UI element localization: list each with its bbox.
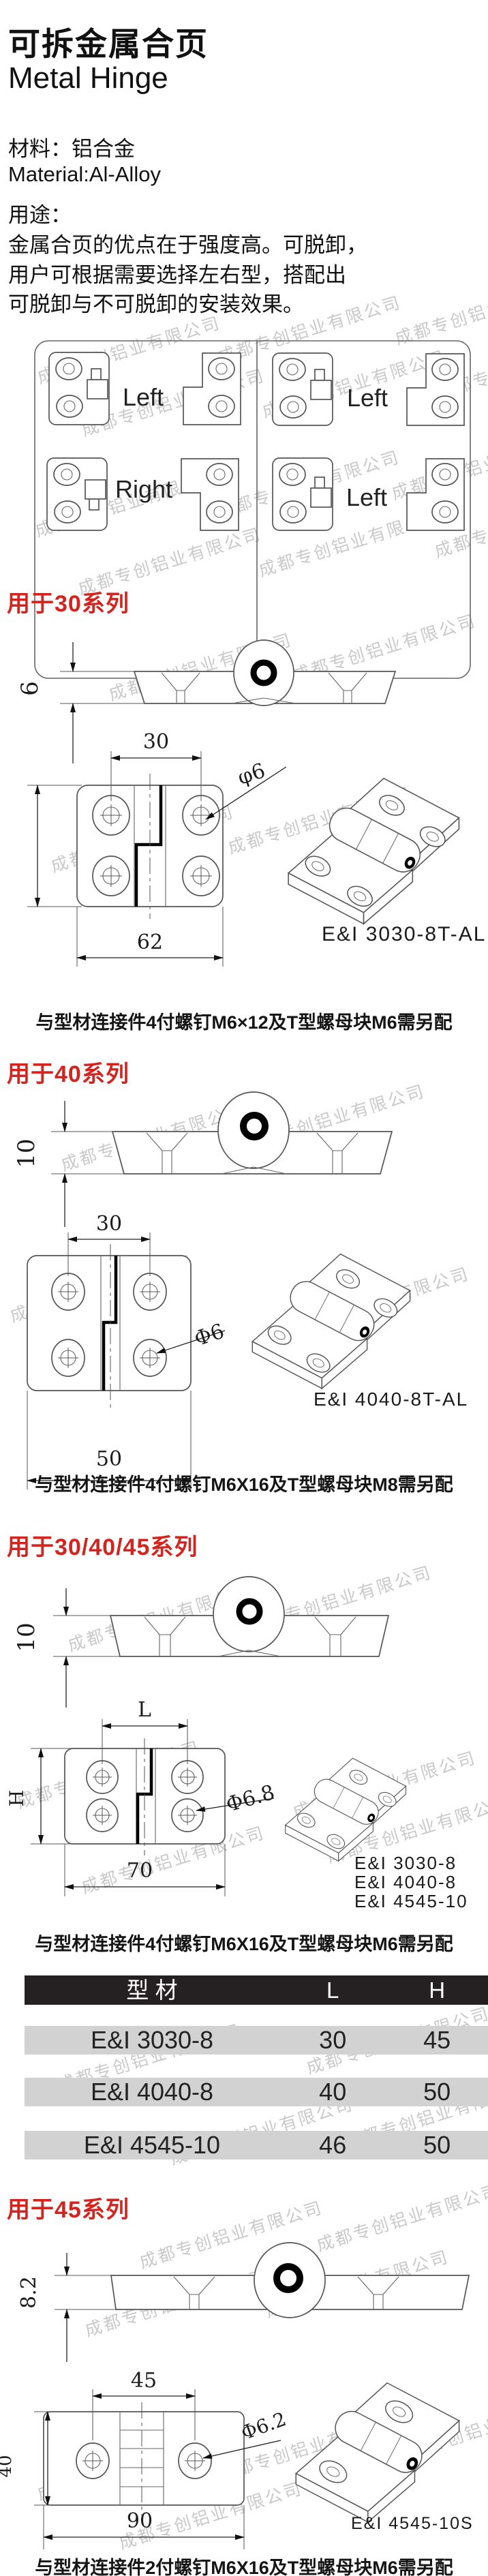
s30-side-view: 6 bbox=[16, 639, 397, 763]
s45-product-code: E&I 4545-10S bbox=[351, 2514, 474, 2533]
spec-table-header-profile: 型 材 bbox=[126, 1978, 178, 2003]
section-heading-45: 用于45系列 bbox=[7, 2197, 129, 2223]
s30-dim-pitch: 30 bbox=[143, 730, 169, 754]
spec-cell-h: 50 bbox=[423, 2131, 451, 2159]
section-heading-40: 用于40系列 bbox=[7, 1061, 129, 1087]
orientation-label: Left bbox=[346, 483, 387, 511]
section-heading-304045: 用于30/40/45系列 bbox=[7, 1534, 198, 1560]
usage-line: 用户可根据需要选择左右型，搭配出 bbox=[8, 263, 346, 287]
s45-drawings: 8.2 45 40 Φ6.2 90 bbox=[0, 2242, 474, 2549]
s304045-product-code-3: E&I 4545-10 bbox=[354, 1891, 468, 1911]
s45-iso-view bbox=[294, 2382, 460, 2524]
spec-cell-l: 40 bbox=[319, 2078, 347, 2106]
s45-plan-view: 45 40 Φ6.2 90 bbox=[0, 2369, 289, 2549]
section-heading-30: 用于30系列 bbox=[7, 591, 129, 617]
s40-side-view: 10 bbox=[13, 1091, 393, 1227]
s30-accessory-note: 与型材连接件4付螺钉M6×12及T型螺母块M6需另配 bbox=[35, 1012, 453, 1033]
spec-cell-profile: E&I 4040-8 bbox=[90, 2078, 214, 2106]
s40-accessory-note: 与型材连接件4付螺钉M6X16及T型螺母块M8需另配 bbox=[35, 1474, 453, 1495]
s304045-accessory-note: 与型材连接件4付螺钉M6X16及T型螺母块M6需另配 bbox=[35, 1934, 453, 1954]
spec-table-header-h: H bbox=[429, 1978, 446, 2003]
s30-dim-width: 62 bbox=[137, 930, 163, 954]
spec-cell-l: 30 bbox=[319, 2026, 347, 2054]
s304045-product-code-1: E&I 3030-8 bbox=[354, 1853, 457, 1873]
s304045-dim-length: L bbox=[138, 1698, 151, 1722]
s30-iso-view bbox=[287, 777, 460, 925]
s30-plan-view: 30 φ6 62 bbox=[27, 730, 287, 967]
s40-dim-thickness: 10 bbox=[13, 1138, 40, 1168]
s304045-product-code-2: E&I 4040-8 bbox=[354, 1872, 457, 1892]
s30-drawings: 6 30 φ6 bbox=[16, 639, 486, 967]
s40-product-code: E&I 4040-8T-AL bbox=[314, 1389, 468, 1410]
usage-line: 可脱卸与不可脱卸的安装效果。 bbox=[8, 292, 304, 316]
orientation-diagram: Left Left bbox=[34, 340, 471, 679]
s45-side-view: 8.2 bbox=[17, 2242, 470, 2362]
spec-cell-l: 46 bbox=[319, 2131, 347, 2159]
spec-table-row: E&I 3030-8 30 45 bbox=[25, 2026, 488, 2055]
s304045-side-view: 10 bbox=[13, 1576, 390, 1708]
s40-iso-view bbox=[251, 1253, 411, 1390]
s45-dim-pitch: 45 bbox=[131, 2369, 157, 2393]
hinge-pair-bottom-left: Right bbox=[46, 457, 239, 531]
s304045-dim-height: H bbox=[5, 1790, 28, 1806]
spec-table-header-l: L bbox=[326, 1978, 339, 2003]
usage-label: 用途： bbox=[8, 203, 72, 227]
s40-drawings: 10 30 Φ6 50 bbox=[13, 1091, 468, 1489]
orientation-label: Right bbox=[115, 475, 172, 503]
hinge-pair-top-right: Left bbox=[272, 352, 465, 426]
page-title: 可拆金属合页 bbox=[8, 26, 209, 62]
s45-dim-thickness: 8.2 bbox=[17, 2276, 41, 2309]
s45-dim-width: 90 bbox=[127, 2509, 153, 2533]
orientation-label: Left bbox=[347, 384, 388, 412]
s40-dim-width: 50 bbox=[96, 1447, 122, 1471]
orientation-label: Left bbox=[123, 383, 164, 411]
s304045-iso-view bbox=[284, 1757, 407, 1862]
s30-dim-thickness: 6 bbox=[16, 681, 44, 696]
s40-dim-pitch: 30 bbox=[96, 1212, 122, 1236]
s304045-plan-view: L H Φ6.8 70 bbox=[5, 1698, 277, 1896]
spec-table-row: E&I 4545-10 46 50 bbox=[25, 2131, 488, 2160]
spec-cell-h: 50 bbox=[423, 2078, 451, 2106]
hinge-pair-top-left: Left bbox=[48, 352, 241, 425]
material-line-en: Material:Al-Alloy bbox=[8, 162, 161, 186]
page-title-en: Metal Hinge bbox=[8, 61, 168, 95]
usage-line: 金属合页的优点在于强度高。可脱卸， bbox=[8, 233, 367, 257]
spec-table-row: E&I 4040-8 40 50 bbox=[25, 2078, 488, 2106]
watermark-text: 成都专创铝业有限公司 bbox=[393, 274, 488, 349]
s304045-drawings: 10 L H Φ6.8 bbox=[5, 1576, 468, 1911]
s304045-dim-thickness: 10 bbox=[13, 1622, 40, 1652]
s45-accessory-note: 与型材连接件2付螺钉M6X16及T型螺母块M6需另配 bbox=[35, 2558, 453, 2576]
s40-plan-view: 30 Φ6 50 bbox=[27, 1212, 227, 1489]
material-line-cn: 材料：铝合金 bbox=[8, 137, 135, 161]
spec-cell-h: 45 bbox=[423, 2026, 451, 2054]
s45-dim-height: 40 bbox=[0, 2455, 16, 2477]
hinge-pair-bottom-right: Left bbox=[272, 457, 465, 531]
spec-table-header: 型 材 L H bbox=[25, 1975, 488, 2005]
s30-dim-hole: φ6 bbox=[235, 759, 269, 790]
s304045-dim-width: 70 bbox=[127, 1859, 153, 1883]
spec-cell-profile: E&I 4545-10 bbox=[83, 2131, 221, 2159]
s45-dim-hole: Φ6.2 bbox=[238, 2408, 289, 2444]
s30-product-code: E&I 3030-8T-AL bbox=[322, 923, 486, 945]
spec-cell-profile: E&I 3030-8 bbox=[90, 2026, 214, 2054]
